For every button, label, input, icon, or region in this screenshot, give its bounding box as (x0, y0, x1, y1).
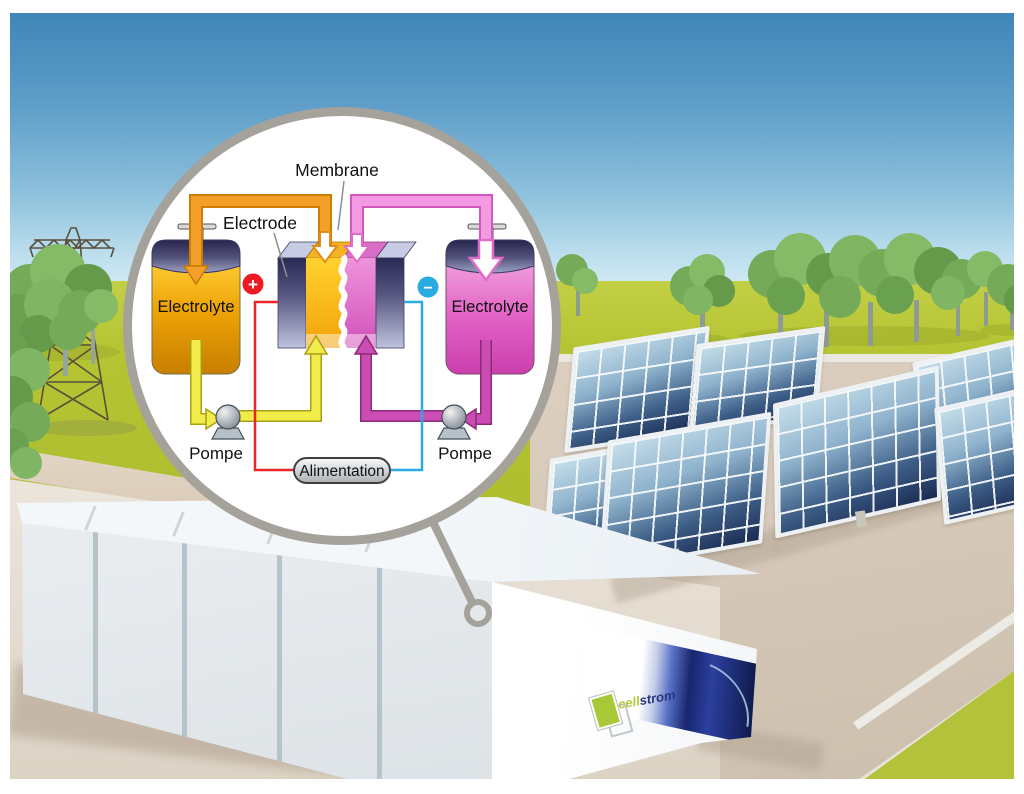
landscape-scene: cellstrom (10, 13, 1014, 779)
half-cell-negative (344, 258, 376, 348)
electrode-leader-line (273, 232, 288, 278)
panel-seam (93, 523, 98, 779)
pump-left-label: Pompe (189, 444, 243, 463)
power-supply: Alimentation (293, 457, 391, 484)
electrode-label: Electrode (223, 213, 297, 233)
magnifier-inset: Alimentation + − Membrane Electrode Elec… (123, 107, 561, 545)
yellow-arrow-up-icon (303, 334, 329, 355)
hollow-arrow-into-cell-right-icon (343, 233, 371, 264)
pump-icon (215, 404, 241, 430)
membrane-leader-line (337, 180, 345, 231)
magenta-arrow-up-icon (353, 334, 379, 355)
roof-seam (84, 505, 97, 531)
pump-icon (441, 404, 467, 430)
negative-terminal-icon: − (417, 276, 439, 298)
hollow-arrow-into-tank-icon (467, 238, 505, 283)
electrode-right (375, 257, 405, 349)
tree-right-edge (987, 264, 1014, 330)
pump-right-label: Pompe (438, 444, 492, 463)
tree-cluster-right (748, 233, 1003, 347)
logo-text-strom: strom (638, 687, 677, 709)
panel-seam (277, 523, 282, 779)
orange-pipe (182, 194, 339, 286)
solar-panel (934, 387, 1014, 525)
half-cell-positive (306, 258, 342, 348)
panel-leg (854, 510, 868, 528)
tree-cluster-left (10, 244, 118, 376)
orange-arrow-down-icon (182, 265, 210, 286)
flow-battery-diagram: Alimentation + − Membrane Electrode Elec… (151, 160, 535, 484)
magenta-pipe (353, 334, 492, 431)
pump-left (210, 404, 246, 440)
magenta-arrow-left-icon (459, 407, 477, 431)
yellow-pipe (190, 334, 329, 431)
logo-text: cellstrom (617, 687, 677, 712)
plus-sign: + (248, 275, 258, 294)
positive-wire (253, 300, 293, 472)
power-supply-label: Alimentation (299, 463, 384, 480)
vegetation-and-pylon (10, 227, 1014, 479)
membrane-label: Membrane (295, 160, 379, 180)
positive-terminal-icon: + (242, 273, 264, 295)
cell-stack (277, 241, 417, 355)
minus-sign: − (423, 280, 432, 297)
electrolyte-left-label: Electrolyte (157, 298, 234, 316)
negative-wire (391, 300, 424, 472)
logo-text-cell: cell (616, 693, 641, 712)
electrode-left (277, 257, 307, 349)
panel-seam (377, 523, 382, 779)
yellow-arrow-right-icon (205, 407, 223, 431)
pink-pipe (343, 194, 505, 283)
tree-small (556, 254, 598, 316)
tree-cluster-lower-left (10, 331, 50, 479)
hollow-arrow-into-cell-left-icon (311, 231, 339, 264)
pump-right (436, 404, 472, 440)
panel-seam (182, 523, 187, 779)
cell-bottom-manifold (306, 334, 376, 348)
membrane-line (338, 254, 348, 355)
electrolyte-right-label: Electrolyte (451, 298, 528, 316)
tree-single (670, 254, 735, 344)
